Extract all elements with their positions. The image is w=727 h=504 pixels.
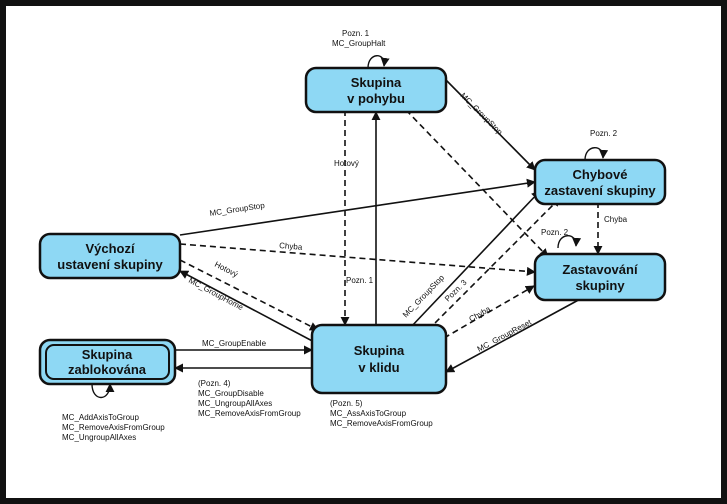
loop-disabled [91,383,115,399]
arrow-motion-to-stopping [405,109,549,258]
state-initial-line1: Výchozí [85,241,135,256]
arrow-stopping-to-standby [445,296,585,373]
label-group-disable: MC_GroupDisable [198,389,264,398]
label-hotovy-2: Hotový [213,260,239,279]
label-chyba-2: Chyba [604,215,628,224]
label-note4: (Pozn. 4) [198,379,231,388]
state-vychozi-ustaveni: Výchozí ustavení skupiny [38,232,182,280]
loop-error [584,147,609,161]
state-stopping-line1: Zastavování [562,262,638,277]
state-error-line1: Chybové [573,167,628,182]
label-note1-mid: Pozn. 1 [346,276,374,285]
label-remove-axis-1: MC_RemoveAxisFromGroup [198,409,301,418]
state-error-line2: zastavení skupiny [544,183,656,198]
label-group-stop-2: MC_GroupStop [209,201,266,218]
state-zastavovani: Zastavování skupiny [533,252,667,302]
state-standby-line1: Skupina [354,343,405,358]
label-chyba-1: Chyba [279,241,303,252]
arrow-motion-to-error [445,79,536,171]
label-group-home: MC_GroupHome [187,276,245,313]
label-chyba-3: Chyba [468,304,493,324]
state-zablokovana: Skupina zablokována [38,338,177,386]
transition-arrows [91,55,609,399]
arrow-standby-to-error [409,190,541,329]
state-motion-line1: Skupina [351,75,402,90]
label-add-axis-2: MC_AddAxisToGroup [62,413,139,422]
label-hotovy-1: Hotový [334,159,359,168]
state-skupina-v-pohybu: Skupina v pohybu [304,66,448,114]
arrow-standby-to-error-note3 [427,197,561,331]
arrow-standby-to-initial [179,270,319,345]
arrow-initial-to-error [179,178,536,236]
label-note5: (Pozn. 5) [330,399,363,408]
label-note1-top: Pozn. 1 [342,29,370,38]
label-note2-error: Pozn. 2 [590,129,618,138]
state-initial-line2: ustavení skupiny [57,257,163,272]
state-stopping-line2: skupiny [575,278,625,293]
loop-stopping [557,235,582,249]
state-disabled-line2: zablokována [68,362,147,377]
state-chybove-zastaveni: Chybové zastavení skupiny [533,158,667,206]
state-motion-line2: v pohybu [347,91,405,106]
label-group-reset: MC_GroupReset [476,317,534,353]
arrow-standby-to-stopping [443,285,535,339]
label-group-enable: MC_GroupEnable [202,339,267,348]
state-disabled-line1: Skupina [82,347,133,362]
arrow-initial-to-standby [179,259,319,331]
label-group-halt: MC_GroupHalt [332,39,386,48]
label-note3: Pozn. 3 [443,277,469,303]
label-ungroup-all-2: MC_UngroupAllAxes [62,433,136,442]
state-v-klidu: Skupina v klidu [310,323,448,395]
label-add-axis-1: MC_AssAxisToGroup [330,409,407,418]
loop-motion-halt [367,55,390,69]
label-group-stop-1: MC_GroupStop [459,91,505,137]
label-remove-axis-3: MC_RemoveAxisFromGroup [62,423,165,432]
state-standby-line2: v klidu [358,360,399,375]
label-note2-stopping: Pozn. 2 [541,228,569,237]
label-remove-axis-2: MC_RemoveAxisFromGroup [330,419,433,428]
label-ungroup-all-1: MC_UngroupAllAxes [198,399,272,408]
